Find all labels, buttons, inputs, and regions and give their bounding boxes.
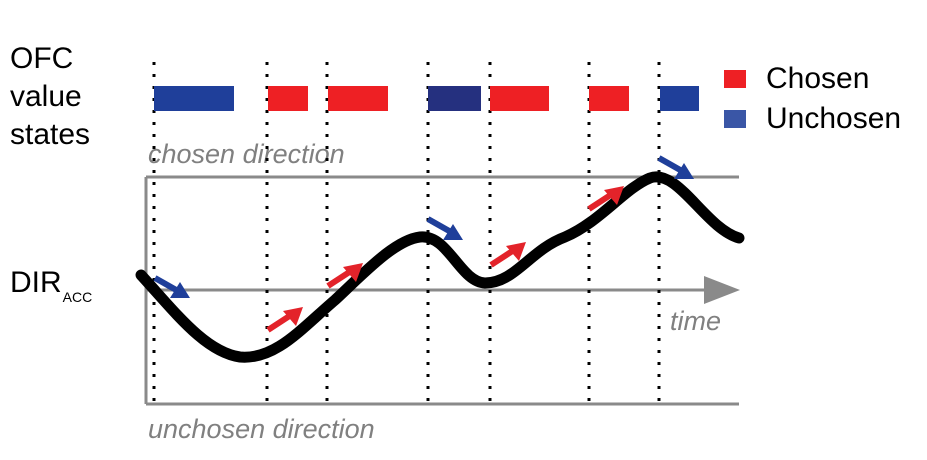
arrow-chosen — [587, 186, 624, 212]
dir-acc-trajectory-curve — [135, 171, 745, 363]
state-bar-chosen — [490, 86, 549, 111]
chosen-direction-label: chosen direction — [148, 139, 345, 169]
ofc-label-line1: OFC — [10, 42, 74, 75]
ofc-state-bars — [154, 86, 699, 111]
dir-acc-label: DIRACC — [10, 266, 93, 305]
state-bar-chosen — [328, 86, 388, 111]
legend-swatch-unchosen — [724, 110, 746, 128]
time-axis-arrowhead — [704, 276, 740, 304]
update-arrows — [153, 155, 694, 333]
dir-label-subscript: ACC — [62, 289, 93, 305]
arrow-chosen — [326, 263, 363, 289]
ofc-label-line3: states — [10, 118, 91, 151]
ofc-value-states-label: OFC value states — [10, 40, 90, 154]
dir-label-main: DIR — [10, 266, 62, 299]
state-bar-unchosen — [154, 86, 234, 111]
state-bar-unchosen — [660, 86, 699, 111]
legend-label-chosen: Chosen — [766, 62, 870, 95]
arrow-chosen — [489, 242, 526, 268]
state-bar-chosen — [589, 86, 629, 111]
legend-swatch-chosen — [724, 70, 746, 88]
time-axis — [146, 276, 740, 304]
ofc-label-line2: value — [10, 80, 82, 113]
time-axis-label: time — [670, 306, 722, 336]
arrow-unchosen — [426, 216, 463, 240]
legend-item-chosen: Chosen — [724, 62, 870, 95]
arrow-unchosen — [657, 155, 694, 179]
legend-item-unchosen: Unchosen — [724, 102, 902, 135]
unchosen-direction-label: unchosen direction — [148, 414, 375, 444]
legend-label-unchosen: Unchosen — [766, 102, 902, 135]
state-bar-unchosen — [428, 86, 481, 111]
arrow-chosen — [266, 307, 303, 333]
state-bar-chosen — [268, 86, 308, 111]
arrow-unchosen — [153, 275, 190, 298]
